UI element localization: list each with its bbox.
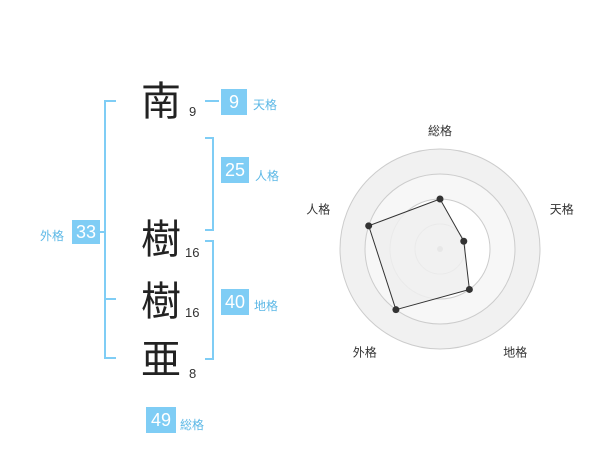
name-char-1-strokes: 9 (189, 104, 197, 119)
radar-data-shape (368, 198, 470, 311)
gaikaku-bracket-vertical (104, 100, 106, 359)
radar-axis-label-3: 地格 (503, 345, 527, 360)
name-char-1: 南 (141, 79, 181, 125)
jinkaku-label: 人格 (255, 169, 280, 183)
name-char-2: 樹 (141, 217, 181, 263)
chikaku-badge: 40 (221, 289, 249, 315)
chikaku-bracket-vertical (212, 240, 214, 360)
radar-point-2 (460, 237, 468, 245)
jinkaku-badge: 25 (221, 157, 249, 183)
chikaku-label: 地格 (254, 299, 279, 313)
radar-axis-label-5: 人格 (306, 201, 330, 216)
jinkaku-bracket-vertical (212, 137, 214, 231)
name-char-3-strokes: 16 (185, 305, 200, 320)
radar-axis-label-1: 総格 (428, 123, 452, 138)
name-char-2-strokes: 16 (185, 245, 200, 260)
radar-point-4 (392, 306, 400, 314)
gaikaku-label: 外格 (40, 229, 65, 243)
radar-point-5 (365, 222, 373, 230)
gaikaku-bracket-middle (104, 298, 116, 300)
tenkaku-bracket-horizontal (205, 100, 219, 102)
tenkaku-badge: 9 (221, 89, 247, 115)
radar-point-3 (465, 285, 473, 293)
radar-axis-label-2: 天格 (550, 201, 574, 216)
gaikaku-bracket-bottom (104, 357, 116, 359)
name-char-3: 樹 (141, 279, 181, 325)
jinkaku-bracket-top (205, 137, 214, 139)
soukaku-label: 総格 (180, 418, 205, 432)
radar-point-1 (436, 195, 444, 203)
gaikaku-bracket-connector (97, 231, 105, 233)
tenkaku-label: 天格 (253, 98, 278, 112)
chikaku-bracket-top (205, 240, 214, 242)
jinkaku-bracket-bottom (205, 229, 214, 231)
name-char-4-strokes: 8 (189, 366, 197, 381)
chikaku-bracket-bottom (205, 358, 214, 360)
name-char-4: 亜 (141, 337, 181, 383)
gaikaku-badge: 33 (72, 220, 100, 244)
gaikaku-bracket-top (104, 100, 116, 102)
radar-polygon (368, 198, 470, 311)
soukaku-badge: 49 (146, 407, 176, 433)
radar-axis-label-4: 外格 (353, 345, 377, 360)
radar-data-points (365, 195, 473, 314)
